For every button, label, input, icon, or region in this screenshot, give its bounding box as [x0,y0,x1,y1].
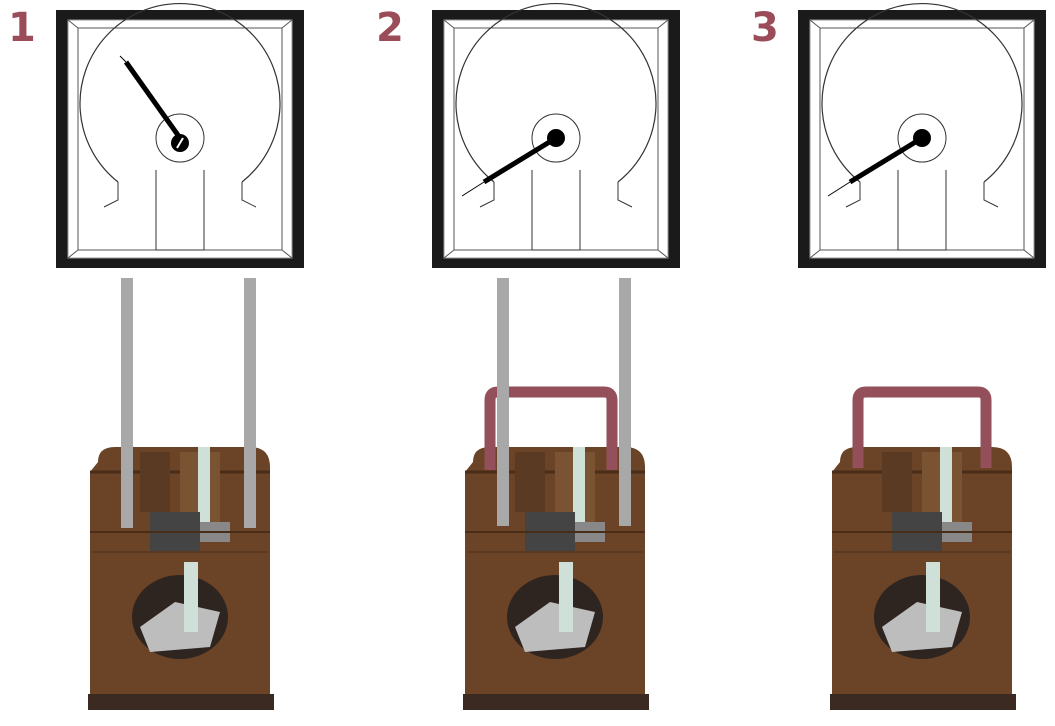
panel-2 [432,4,680,722]
ammeter-1 [56,4,304,268]
panel-1 [56,4,304,722]
lead-wire-right-1 [244,278,256,528]
ammeter-2 [432,4,680,268]
panel-3 [798,4,1046,722]
lead-wire-left-2 [497,278,509,526]
lead-wire-left-1 [121,278,133,528]
lead-wire-right-2 [619,278,631,526]
current-transformer-3 [822,432,1022,722]
ammeter-3 [798,4,1046,268]
